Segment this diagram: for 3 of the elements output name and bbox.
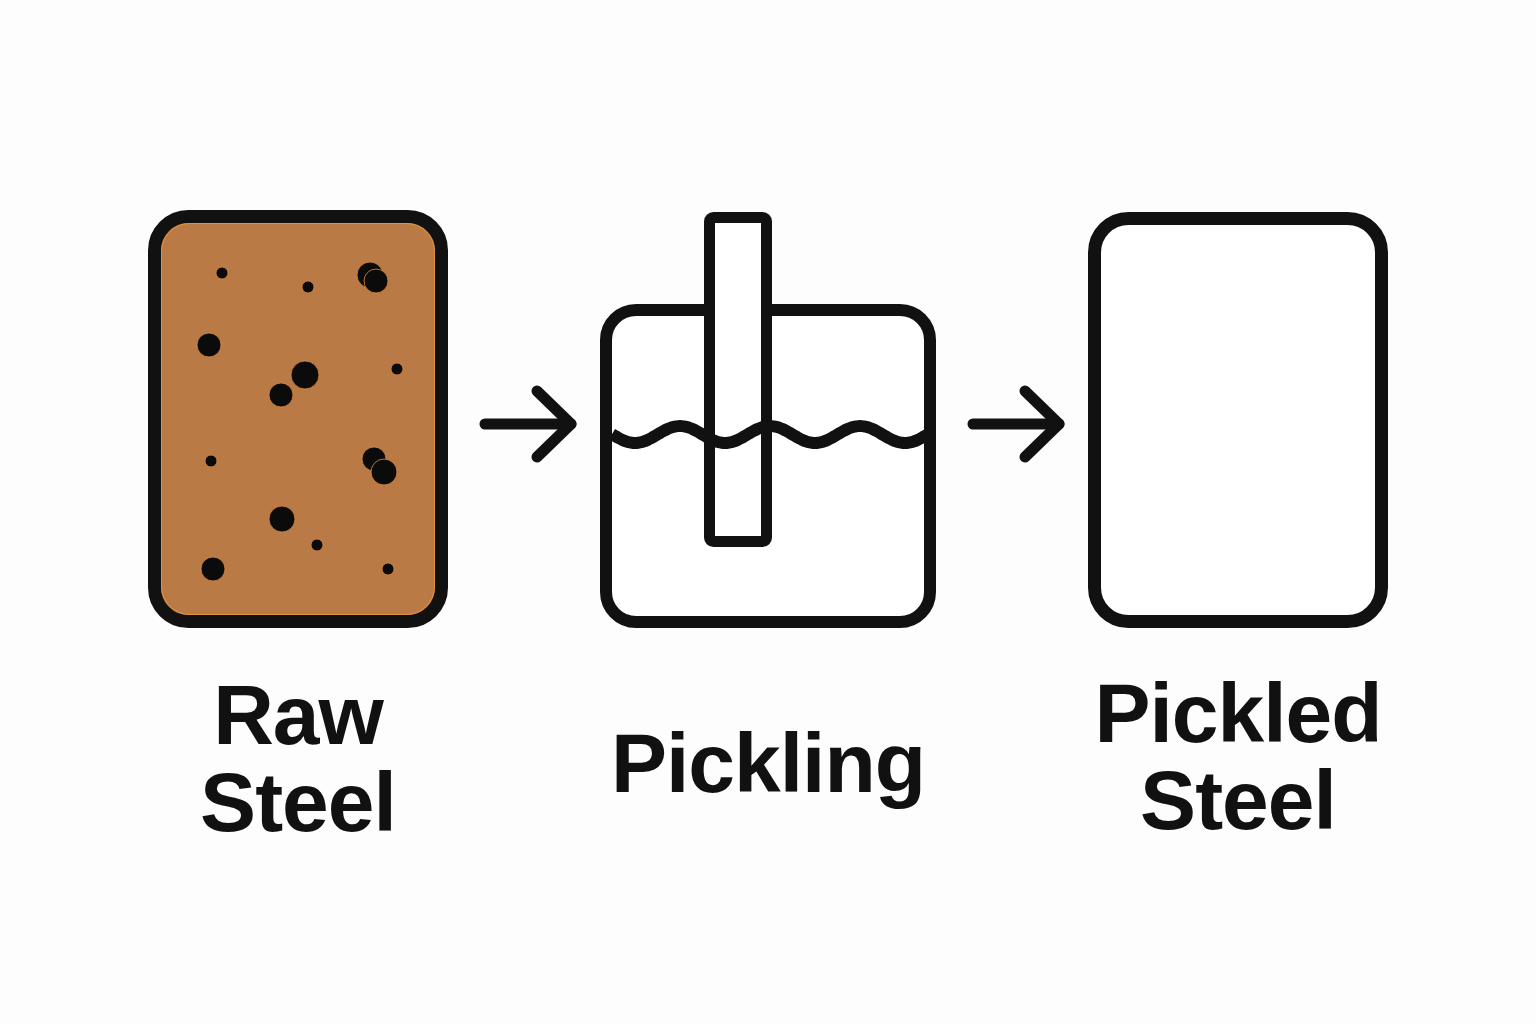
- node-label: Pickling: [610, 720, 926, 807]
- node-label: Raw Steel: [199, 672, 397, 846]
- node-label: Pickled Steel: [1093, 670, 1383, 844]
